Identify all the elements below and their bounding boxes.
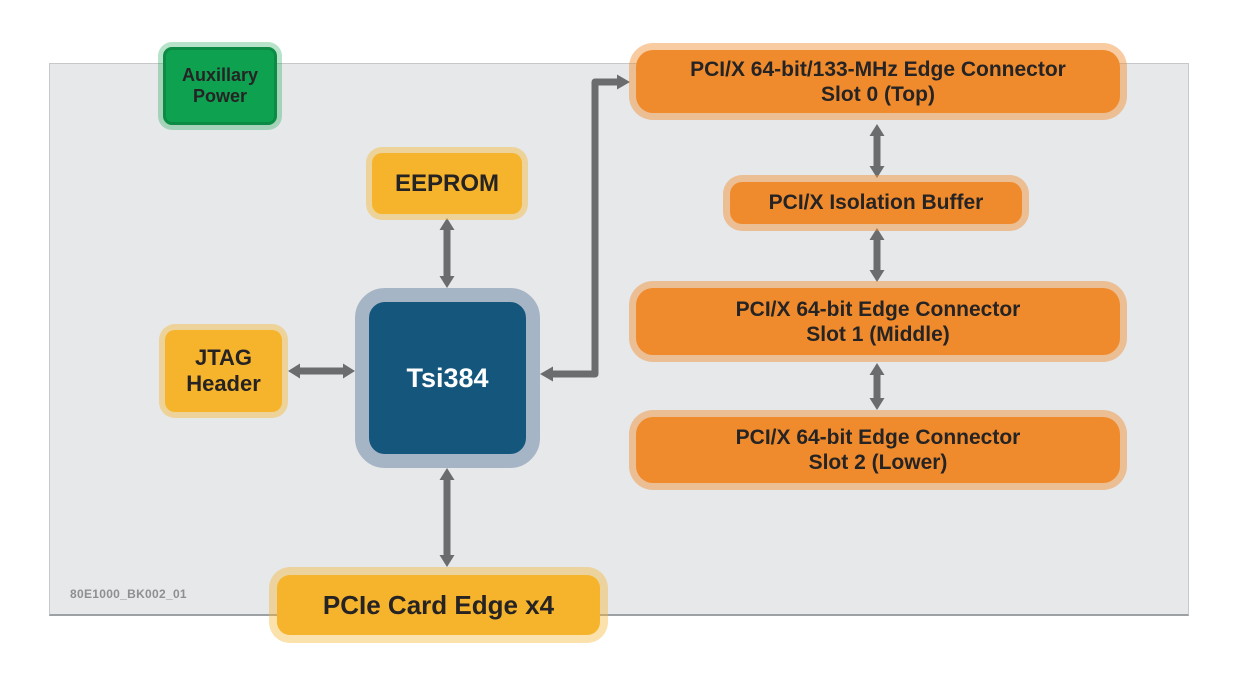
pcix-slot0-label-line2: Slot 0 (Top)	[821, 82, 935, 106]
node-eeprom: EEPROM	[372, 153, 522, 214]
node-pcix-slot2: PCI/X 64-bit Edge Connector Slot 2 (Lowe…	[636, 417, 1120, 483]
node-jtag-header: JTAG Header	[165, 330, 282, 412]
node-pcie-card-edge: PCIe Card Edge x4	[277, 575, 600, 635]
node-pcix-slot1: PCI/X 64-bit Edge Connector Slot 1 (Midd…	[636, 288, 1120, 355]
figure-id-label: 80E1000_BK002_01	[70, 587, 187, 601]
eeprom-label: EEPROM	[394, 169, 499, 197]
node-pcix-slot0: PCI/X 64-bit/133-MHz Edge Connector Slot…	[636, 50, 1120, 113]
pcix-slot0-label-line1: PCI/X 64-bit/133-MHz Edge Connector	[690, 57, 1066, 81]
pcix-slot2-label-line1: PCI/X 64-bit Edge Connector	[735, 426, 1021, 449]
jtag-header-label-line2: Header	[186, 371, 261, 396]
pcix-isolation-buffer-label: PCI/X Isolation Buffer	[768, 191, 984, 214]
node-tsi384-chip: Tsi384	[355, 288, 540, 468]
auxiliary-power-label-line2: Power	[192, 86, 248, 106]
pcix-slot2-label-line2: Slot 2 (Lower)	[808, 451, 948, 474]
pcie-card-edge-label: PCIe Card Edge x4	[322, 589, 555, 620]
node-pcix-isolation-buffer: PCI/X Isolation Buffer	[730, 182, 1022, 224]
jtag-header-label-line1: JTAG	[194, 345, 253, 370]
auxiliary-power-label-line1: Auxillary	[181, 65, 259, 85]
pcix-slot1-label-line2: Slot 1 (Middle)	[806, 322, 950, 346]
pcix-slot1-label-line1: PCI/X 64-bit Edge Connector	[735, 297, 1021, 321]
node-auxiliary-power: Auxillary Power	[163, 47, 277, 125]
tsi384-label: Tsi384	[406, 362, 489, 393]
